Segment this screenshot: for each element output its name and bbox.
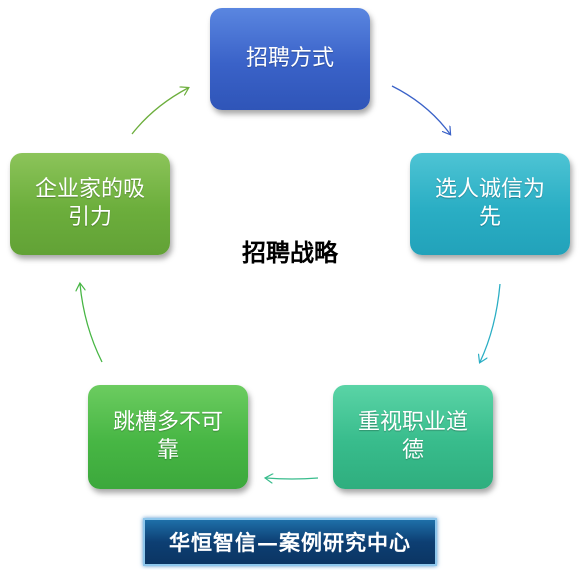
node-label-line: 重视职业道 — [357, 410, 468, 435]
node-label-line: 靠 — [156, 438, 179, 463]
node-integrity-first: 选人诚信为 先 — [410, 153, 570, 255]
node-entrepreneur-appeal: 企业家的吸 引力 — [10, 153, 170, 255]
node-label-line: 德 — [401, 438, 424, 463]
footer-banner: 华恒智信—案例研究中心 — [143, 518, 437, 566]
node-recruitment-method: 招聘方式 — [210, 8, 370, 110]
arrow-4-to-5 — [80, 284, 103, 363]
arrow-5-to-1 — [131, 88, 188, 135]
arrow-3-to-4 — [266, 478, 319, 479]
node-label-line: 招聘方式 — [245, 46, 334, 71]
diagram-title: 招聘战略 — [242, 239, 338, 267]
node-label-line: 跳槽多不可 — [112, 410, 223, 435]
node-label-line: 引力 — [67, 205, 112, 230]
node-professional-ethics: 重视职业道 德 — [333, 385, 493, 489]
arrow-1-to-2 — [391, 85, 450, 134]
node-job-hopping: 跳槽多不可 靠 — [88, 385, 248, 489]
footer-text: 华恒智信—案例研究中心 — [169, 530, 411, 555]
arrow-2-to-3 — [480, 283, 501, 362]
node-label-line: 企业家的吸 — [34, 177, 145, 202]
node-label-line: 选人诚信为 — [434, 177, 545, 202]
node-label-line: 先 — [478, 205, 501, 230]
